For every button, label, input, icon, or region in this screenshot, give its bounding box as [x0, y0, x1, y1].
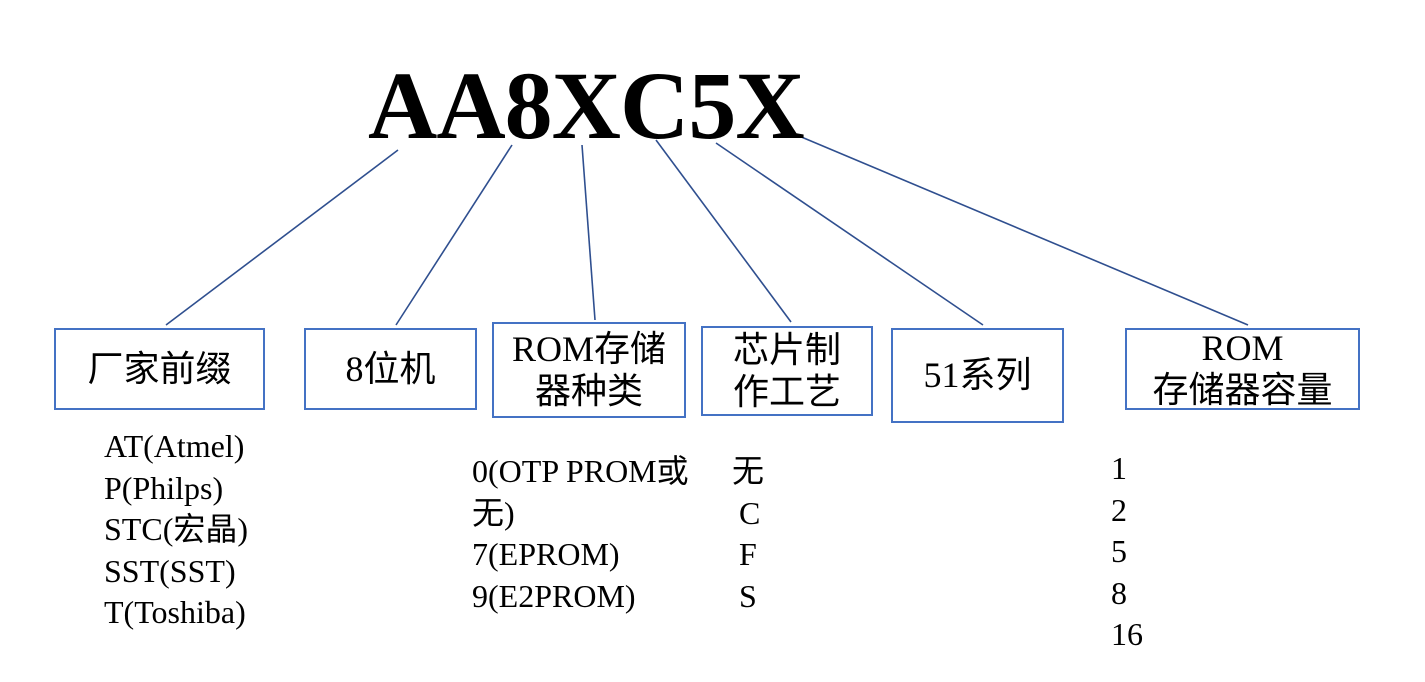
list-item: STC(宏晶) [104, 511, 249, 547]
process-list: 无 C F S [732, 451, 764, 617]
rom-capacity-list: 1 2 5 8 16 [1111, 448, 1143, 656]
manufacturer-list: AT(Atmel) P(Philps) STC(宏晶) SST(SST) T(T… [104, 426, 248, 634]
field-box-manufacturer-prefix: 厂家前缀 [54, 328, 265, 410]
connector-rom-type [581, 144, 596, 321]
list-item: 0(OTP PROM或 [472, 453, 689, 489]
list-item: 5 [1111, 533, 1127, 569]
connector-bit-width [395, 144, 513, 326]
list-item: SST(SST) [104, 552, 236, 589]
field-box-bit-width: 8位机 [304, 328, 477, 410]
list-item: 8 [1111, 574, 1127, 611]
field-box-rom-capacity: ROM 存储器容量 [1125, 328, 1360, 410]
field-box-process: 芯片制 作工艺 [701, 326, 873, 416]
field-label: 厂家前缀 [87, 348, 232, 389]
connector-series [715, 142, 984, 326]
list-item: C [739, 494, 761, 531]
list-item: F [739, 536, 757, 572]
field-label: 8位机 [345, 348, 436, 389]
list-item: S [739, 577, 757, 614]
list-item: T(Toshiba) [104, 594, 246, 630]
field-label-line2: 器种类 [534, 371, 643, 411]
field-label-line1: 芯片制 [732, 329, 841, 370]
connector-process [655, 139, 792, 323]
list-item: 7(EPROM) [472, 536, 620, 572]
field-box-series: 51系列 [891, 328, 1064, 423]
field-box-rom-type: ROM存储 器种类 [492, 322, 686, 418]
list-item: 16 [1111, 616, 1143, 652]
field-label-line2: 存储器容量 [1152, 370, 1333, 410]
field-label-line1: ROM存储 [511, 328, 667, 369]
rom-type-list: 0(OTP PROM或 无) 7(EPROM) 9(E2PROM) [472, 451, 689, 617]
list-item: 2 [1111, 491, 1127, 528]
field-label-line2: 作工艺 [732, 372, 841, 412]
list-item: 无) [472, 494, 515, 531]
list-item: 1 [1111, 450, 1127, 486]
list-item: P(Philps) [104, 469, 224, 506]
field-label-line1: ROM [1201, 327, 1284, 368]
list-item: 无 [732, 453, 765, 489]
connector-rom-capacity [779, 127, 1249, 326]
field-label: 51系列 [923, 355, 1032, 396]
list-item: 9(E2PROM) [472, 577, 636, 614]
connector-manufacturer [165, 149, 399, 326]
list-item: AT(Atmel) [104, 428, 245, 464]
part-number-title: AA8XC5X [368, 52, 805, 159]
